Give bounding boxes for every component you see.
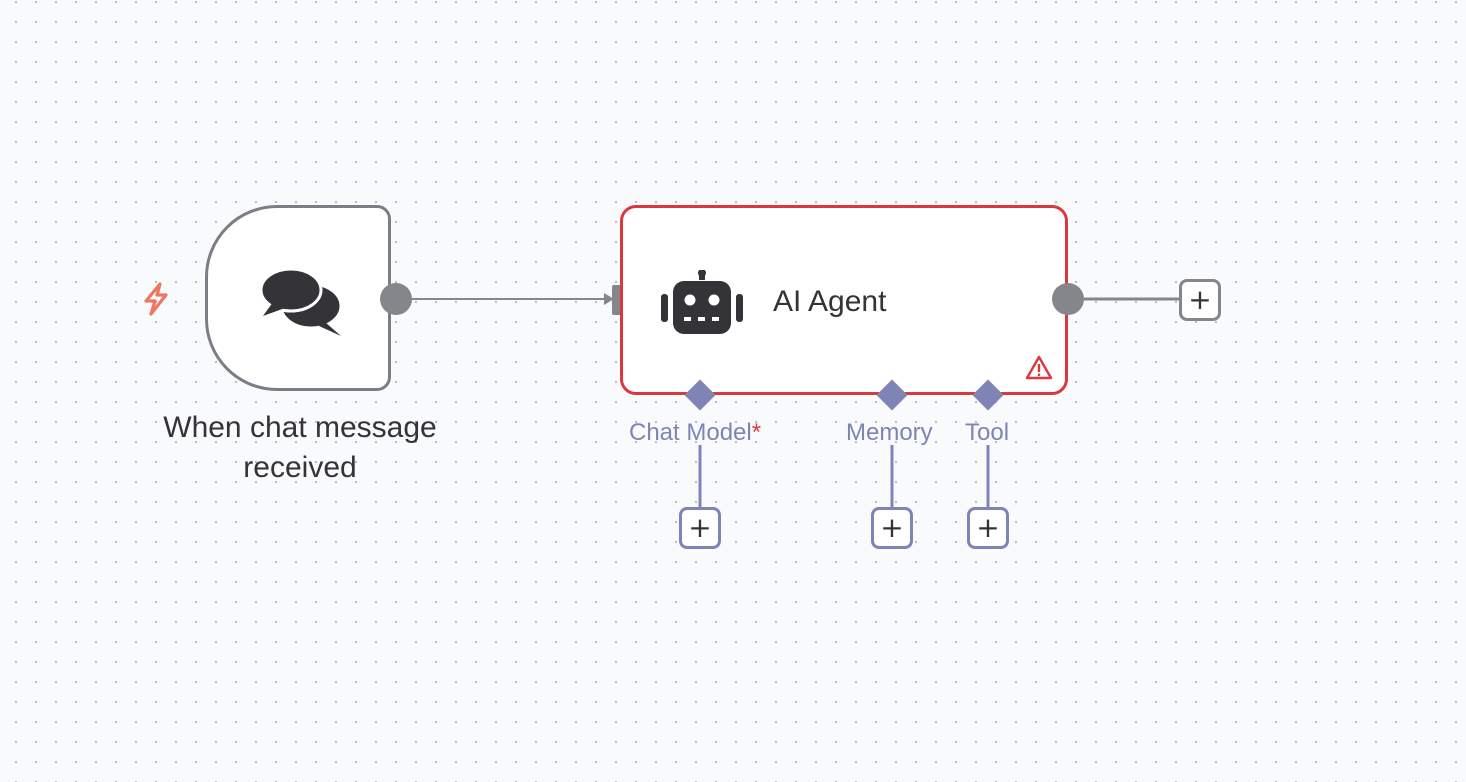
- trigger-node-label: When chat message received: [163, 411, 437, 484]
- chat-bubbles-icon: [259, 267, 343, 336]
- required-marker: *: [751, 419, 762, 446]
- warning-triangle-icon[interactable]: [1025, 355, 1053, 386]
- agent-node-title: AI Agent: [773, 285, 887, 318]
- add-tool-button[interactable]: +: [967, 507, 1009, 549]
- plus-icon: +: [880, 511, 904, 544]
- ai-agent-node[interactable]: AI Agent: [620, 205, 1068, 395]
- memory-port-label: Memory: [846, 419, 933, 446]
- plus-icon: +: [1188, 283, 1212, 316]
- lightning-bolt-icon: [140, 282, 172, 321]
- trigger-output-handle[interactable]: [380, 283, 412, 315]
- add-next-node-button[interactable]: +: [1179, 279, 1221, 321]
- chat-trigger-node[interactable]: [205, 205, 391, 391]
- plus-icon: +: [688, 511, 712, 544]
- add-chat-model-button[interactable]: +: [679, 507, 721, 549]
- agent-output-handle[interactable]: [1052, 283, 1084, 315]
- chat-model-port-label: Chat Model*: [629, 419, 762, 446]
- plus-icon: +: [976, 511, 1000, 544]
- add-memory-button[interactable]: +: [871, 507, 913, 549]
- robot-icon: [661, 269, 743, 341]
- tool-port-label: Tool: [965, 419, 1010, 446]
